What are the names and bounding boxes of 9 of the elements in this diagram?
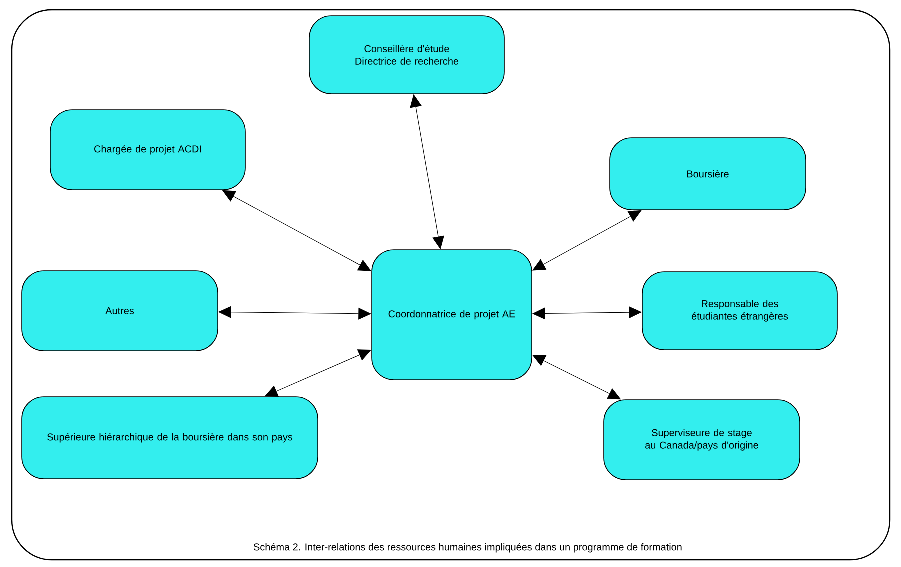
process-box: Coordonnatrice de projet AE bbox=[372, 250, 532, 380]
process-box: Autres bbox=[22, 270, 218, 352]
process-box: Chargée de projet ACDI bbox=[50, 110, 246, 190]
process-box: Conseillère d'étude Directrice de recherche bbox=[309, 16, 505, 94]
process-box: Responsable des étudiantes étrangères bbox=[642, 272, 838, 350]
caption: Schéma 2. Inter-relations des ressources humaines impliquées dans un programme de formation bbox=[254, 543, 682, 553]
process-box: Superviseure de stage au Canada/pays d'origine bbox=[604, 400, 800, 480]
process-box: Supérieure hiérarchique de la boursière dans son pays bbox=[22, 396, 318, 480]
process-box: Boursière bbox=[610, 138, 806, 210]
